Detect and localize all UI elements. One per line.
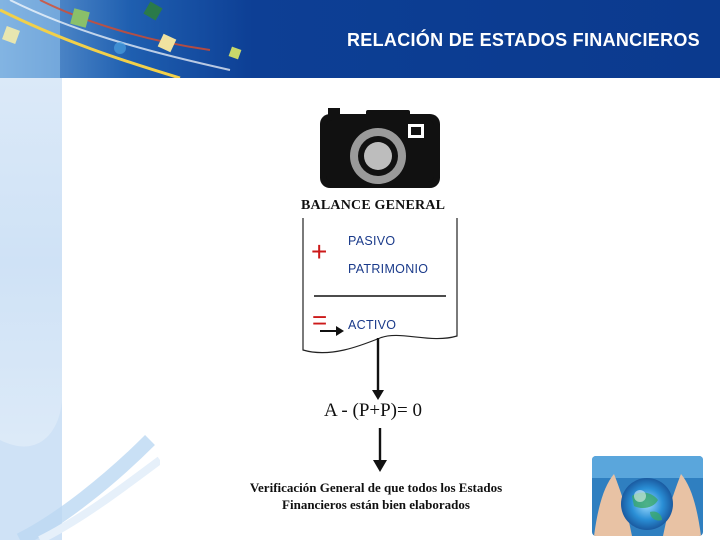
verification-line-2: Financieros están bien elaborados: [212, 496, 540, 513]
verification-line-1: Verificación General de que todos los Es…: [212, 479, 540, 496]
patrimonio-label: PATRIMONIO: [348, 262, 428, 276]
camera-icon: [320, 108, 440, 188]
verification-text: Verificación General de que todos los Es…: [212, 479, 540, 513]
plus-symbol: +: [311, 238, 327, 266]
hands-globe-photo: [592, 456, 703, 536]
balance-general-title: BALANCE GENERAL: [301, 198, 445, 214]
balance-equation: A - (P+P)= 0: [324, 400, 422, 422]
activo-label: ACTIVO: [348, 318, 396, 332]
equals-symbol: =: [312, 307, 327, 333]
pasivo-label: PASIVO: [348, 234, 395, 248]
